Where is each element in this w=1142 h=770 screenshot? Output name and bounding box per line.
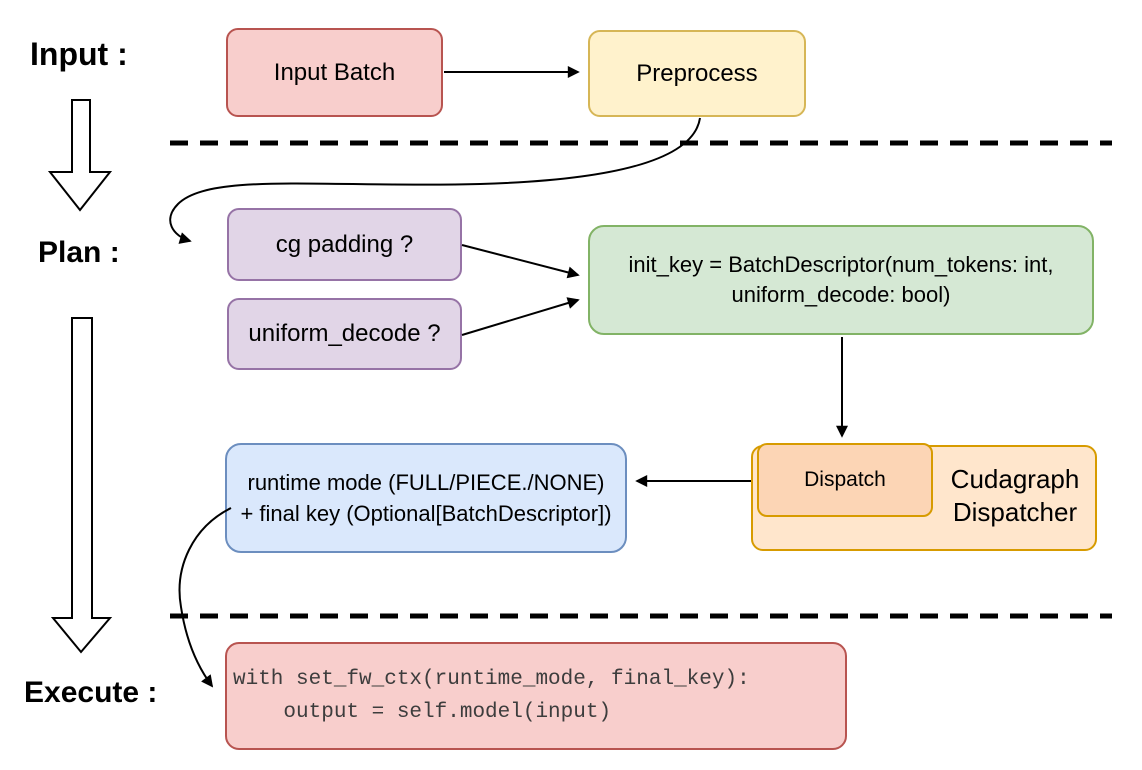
connector-uniformdecode-to-initkey (461, 297, 580, 336)
connector-cgpadding-to-initkey (461, 244, 580, 279)
node-dispatch-label: Dispatch (804, 467, 886, 491)
node-runtime-mode: runtime mode (FULL/PIECE./NONE) + final … (225, 443, 627, 553)
node-uniform-decode-label: uniform_decode ? (248, 320, 441, 347)
node-uniform-decode: uniform_decode ? (227, 298, 462, 370)
stage-label-plan: Plan : (38, 236, 120, 269)
code-line-1: with set_fw_ctx(runtime_mode, final_key)… (233, 668, 750, 691)
hollow-arrow-plan-to-execute-icon (50, 317, 113, 654)
node-runtime-line2: + final key (Optional[BatchDescriptor]) (240, 501, 612, 526)
node-dispatch: Dispatch (757, 443, 933, 517)
cudagraph-label-line2: Dispatcher (952, 497, 1078, 527)
node-cudagraph-dispatcher-label: Cudagraph Dispatcher (933, 463, 1097, 529)
node-init-key-line1: init_key = BatchDescriptor(num_tokens: i… (628, 252, 1054, 277)
node-preprocess-label: Preprocess (636, 59, 758, 87)
node-init-key: init_key = BatchDescriptor(num_tokens: i… (588, 225, 1094, 335)
node-cg-padding: cg padding ? (227, 208, 462, 281)
hollow-arrow-input-to-plan-icon (47, 99, 113, 212)
cudagraph-label-line1: Cudagraph (950, 464, 1080, 494)
stage-label-execute: Execute : (24, 676, 158, 709)
node-execute-code: with set_fw_ctx(runtime_mode, final_key)… (225, 642, 847, 750)
node-input-batch-label: Input Batch (273, 58, 396, 86)
node-init-key-line2: uniform_decode: bool) (731, 282, 951, 307)
stage-label-input: Input : (30, 36, 128, 72)
node-cg-padding-label: cg padding ? (275, 230, 414, 258)
node-input-batch: Input Batch (226, 28, 443, 117)
code-line-2: output = self.model(input) (233, 701, 612, 724)
node-runtime-line1: runtime mode (FULL/PIECE./NONE) (247, 470, 605, 495)
node-preprocess: Preprocess (588, 30, 806, 117)
connector-runtime-to-code (178, 507, 232, 688)
